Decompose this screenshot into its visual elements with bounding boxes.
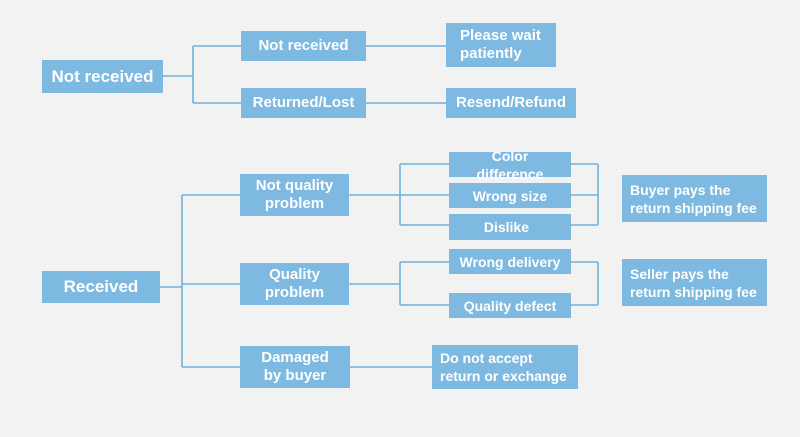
node-dislike: Dislike [449,214,571,240]
node-quality-problem: Quality problem [240,263,349,305]
node-not-received-root: Not received [42,60,163,93]
node-resend-refund: Resend/Refund [446,88,576,118]
node-quality-defect: Quality defect [449,293,571,318]
node-wrong-size: Wrong size [449,183,571,208]
node-do-not-accept: Do not accept return or exchange [432,345,578,389]
node-color-difference: Color difference [449,148,571,182]
node-damaged-by-buyer: Damaged by buyer [240,346,350,388]
node-wrong-delivery: Wrong delivery [449,249,571,274]
node-buyer-pays: Buyer pays the return shipping fee [622,175,767,222]
node-received-root: Received [42,271,160,303]
node-returned-lost: Returned/Lost [241,88,366,118]
node-not-received: Not received [241,31,366,61]
node-seller-pays: Seller pays the return shipping fee [622,259,767,306]
node-not-quality-problem: Not quality problem [240,174,349,216]
node-please-wait: Please wait patiently [446,23,556,67]
